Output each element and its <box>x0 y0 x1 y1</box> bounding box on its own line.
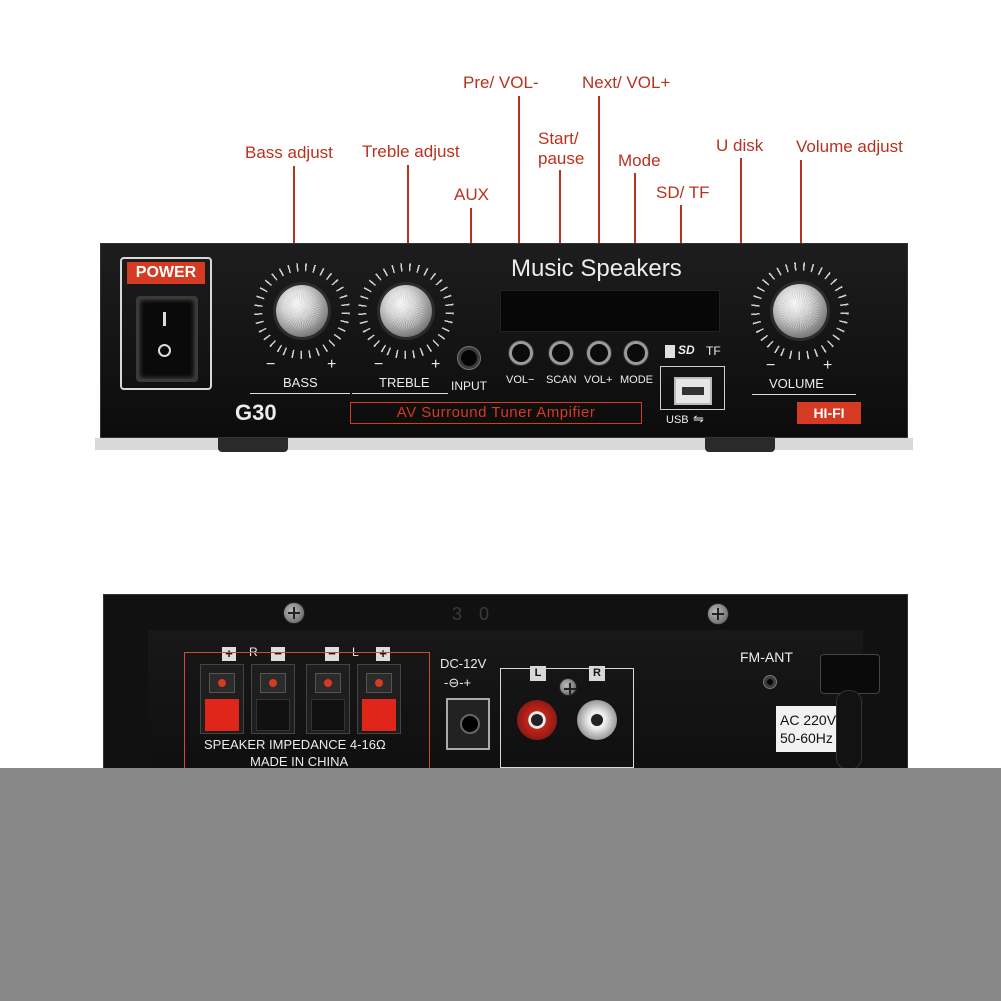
aux-input-jack[interactable] <box>458 347 480 369</box>
callout-volume-adjust: Volume adjust <box>796 137 903 156</box>
rca-l-badge: L <box>530 666 546 681</box>
sd-card-slot-icon[interactable] <box>665 345 675 358</box>
treble-minus-label: − <box>374 356 384 373</box>
power-cable-plug <box>820 654 880 694</box>
rear-screw-right <box>707 603 729 625</box>
vol-minus-label: VOL− <box>506 374 535 386</box>
speaker-impedance-label: SPEAKER IMPEDANCE 4-16Ω <box>204 737 386 752</box>
usb-label: USB <box>666 414 689 426</box>
power-cable <box>836 690 862 770</box>
rca-r-badge: R <box>589 666 605 681</box>
bass-knob[interactable] <box>276 285 328 337</box>
callout-aux: AUX <box>454 185 489 204</box>
ac-frequency-label: 50-60Hz <box>780 730 833 746</box>
rocker-off-mark <box>158 344 171 357</box>
rca-left-jack[interactable] <box>517 700 557 740</box>
ac-voltage-label: AC 220V <box>780 712 837 728</box>
ac-label-background <box>776 706 842 752</box>
bass-minus-label: − <box>266 356 276 373</box>
speaker-terminal-r-minus[interactable] <box>251 664 295 734</box>
speaker-terminal-l-plus[interactable] <box>357 664 401 734</box>
callout-treble-adjust: Treble adjust <box>362 142 460 161</box>
volume-label: VOLUME <box>769 376 824 391</box>
rear-model-emboss: 3 0 <box>452 604 496 624</box>
front-subtitle: AV Surround Tuner Ampifier <box>350 402 642 424</box>
rca-input-frame <box>500 668 634 768</box>
vol-minus-button[interactable] <box>509 341 533 365</box>
dc-power-jack[interactable] <box>446 698 490 750</box>
callout-start-pause-line1: Start/ <box>538 129 579 148</box>
volume-plus-label: + <box>823 357 833 374</box>
fm-antenna-port[interactable] <box>764 676 776 688</box>
treble-plus-label: + <box>431 356 441 373</box>
mode-button[interactable] <box>624 341 648 365</box>
model-name: G30 <box>235 400 277 425</box>
hifi-badge: HI-FI <box>797 402 861 424</box>
bass-plus-label: + <box>327 356 337 373</box>
front-title: Music Speakers <box>511 255 682 282</box>
leader-line-bass <box>293 166 295 286</box>
leader-line-pre-vol-minus <box>518 96 520 346</box>
terminal-l-plus-label: + <box>376 647 390 661</box>
input-label: INPUT <box>451 379 487 393</box>
dc-polarity-symbol: -⊖-+ <box>444 675 472 690</box>
callout-next-vol-plus: Next/ VOL+ <box>582 73 671 92</box>
scan-button[interactable] <box>549 341 573 365</box>
treble-label: TREBLE <box>379 375 430 390</box>
bass-label: BASS <box>283 375 318 390</box>
callout-mode: Mode <box>618 151 661 170</box>
power-rocker-switch[interactable] <box>136 296 198 382</box>
dc-label: DC-12V <box>440 656 487 671</box>
power-label: POWER <box>127 262 205 284</box>
volume-minus-label: − <box>766 357 776 374</box>
scan-label: SCAN <box>546 374 577 386</box>
callout-bass-adjust: Bass adjust <box>245 143 333 162</box>
usb-icon: ⇋ <box>693 411 704 426</box>
rear-screw-left <box>283 602 305 624</box>
terminal-r-plus-label: + <box>222 647 236 661</box>
leader-line-next-vol-plus <box>598 96 600 346</box>
volume-knob[interactable] <box>773 284 827 338</box>
rca-screw <box>559 678 577 696</box>
callout-start-pause-line2: pause <box>538 149 585 168</box>
made-in-label: MADE IN CHINA <box>250 754 349 769</box>
power-switch-frame <box>120 257 212 390</box>
speaker-terminal-l-minus[interactable] <box>306 664 350 734</box>
terminal-r-minus-label: − <box>271 647 285 661</box>
callout-pre-vol-minus: Pre/ VOL- <box>463 73 539 92</box>
terminal-l-minus-label: − <box>325 647 339 661</box>
callout-sd-tf: SD/ TF <box>656 183 710 202</box>
speaker-terminal-r-plus[interactable] <box>200 664 244 734</box>
volume-underline <box>752 394 856 395</box>
vol-plus-button[interactable] <box>587 341 611 365</box>
usb-port[interactable] <box>674 377 712 405</box>
tf-label: TF <box>706 344 721 358</box>
bass-underline <box>250 393 350 394</box>
leader-line-volume <box>800 160 802 285</box>
vol-plus-label: VOL+ <box>584 374 613 386</box>
treble-underline <box>352 393 448 394</box>
led-display <box>500 290 720 332</box>
rocker-on-mark <box>163 312 166 326</box>
grey-overlay-band <box>0 768 1001 1001</box>
fm-ant-label: FM-ANT <box>740 649 793 665</box>
callout-u-disk: U disk <box>716 136 764 155</box>
sd-label: SD <box>678 343 695 357</box>
mode-label: MODE <box>620 374 653 386</box>
rca-right-jack[interactable] <box>577 700 617 740</box>
usb-port-frame <box>660 366 725 410</box>
treble-knob[interactable] <box>380 285 432 337</box>
leader-line-treble <box>407 165 409 285</box>
